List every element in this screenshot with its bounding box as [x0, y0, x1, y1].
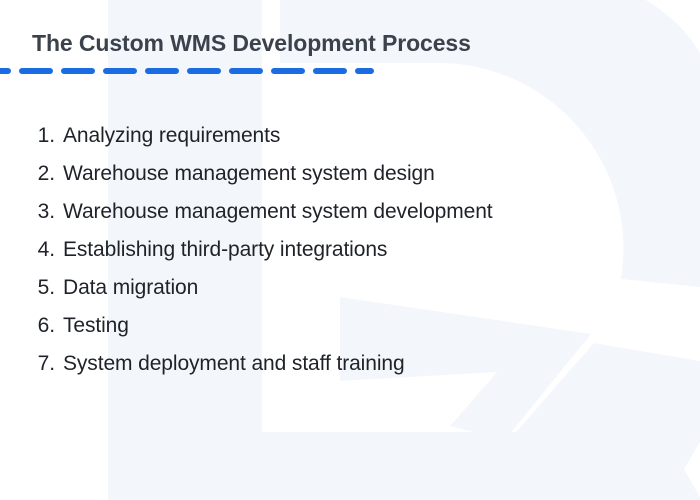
process-list: 1. Analyzing requirements 2. Warehouse mana… [37, 117, 493, 383]
list-item-number: 3. [37, 200, 55, 223]
list-item-label: Warehouse management system development [63, 200, 493, 223]
watermark-notch [684, 442, 700, 497]
list-item: 6. Testing [37, 307, 493, 345]
list-item-label: Establishing third-party integrations [63, 238, 388, 261]
list-item-label: Testing [63, 314, 129, 337]
list-item-number: 7. [37, 352, 55, 375]
list-item: 2. Warehouse management system design [37, 155, 493, 193]
list-item: 5. Data migration [37, 269, 493, 307]
list-item-label: Analyzing requirements [63, 124, 281, 147]
list-item-number: 2. [37, 162, 55, 185]
list-item-label: System deployment and staff training [63, 352, 405, 375]
page-title: The Custom WMS Development Process [32, 30, 471, 56]
header: The Custom WMS Development Process [32, 30, 471, 57]
list-item-label: Warehouse management system design [63, 162, 435, 185]
list-item-number: 5. [37, 276, 55, 299]
list-item: 3. Warehouse management system developmen… [37, 193, 493, 231]
list-item-number: 1. [37, 124, 55, 147]
list-item-label: Data migration [63, 276, 199, 299]
list-item: 4. Establishing third-party integrations [37, 231, 493, 269]
dashed-divider [0, 68, 374, 74]
list-item: 1. Analyzing requirements [37, 117, 493, 155]
list-item-number: 4. [37, 238, 55, 261]
list-item-number: 6. [37, 314, 55, 337]
list-item: 7. System deployment and staff training [37, 345, 493, 383]
